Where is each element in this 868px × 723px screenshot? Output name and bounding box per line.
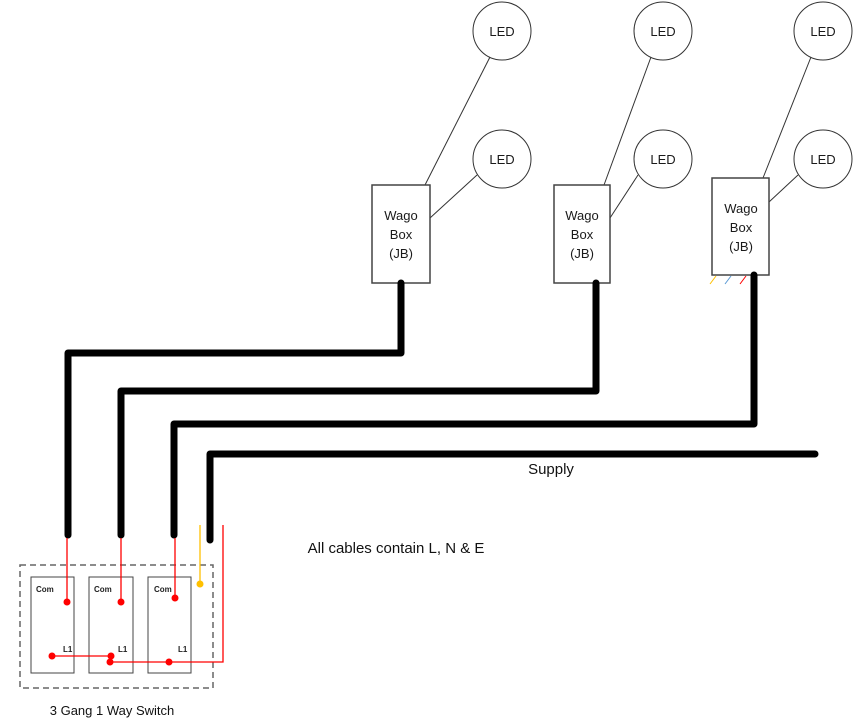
led-label: LED [650,152,675,167]
svg-text:Box: Box [390,227,413,242]
led-wires [424,56,812,219]
wago-box-1: Wago Box (JB) [371,184,431,284]
cable-2 [117,279,600,539]
cable-1 [64,279,405,539]
supply-cable [206,450,819,544]
terminal-dots [48,580,204,666]
svg-text:Com: Com [94,585,112,594]
switch-wiring [52,525,224,663]
svg-text:L1: L1 [118,645,128,654]
led-2: LED [472,129,532,189]
svg-text:Wago: Wago [384,208,417,223]
svg-text:(JB): (JB) [389,246,413,261]
gang-3 [147,576,192,674]
svg-text:Wago: Wago [724,201,757,216]
wago-box-2: Wago Box (JB) [553,184,611,284]
led-5: LED [793,1,853,61]
svg-text:(JB): (JB) [570,246,594,261]
svg-text:L1: L1 [63,645,73,654]
svg-text:L1: L1 [178,645,188,654]
svg-text:Box: Box [571,227,594,242]
led-label: LED [489,24,514,39]
cable-3 [170,271,758,539]
led-4: LED [633,129,693,189]
cables-note: All cables contain L, N & E [308,540,485,557]
led-3: LED [633,1,693,61]
wago-box-3: Wago Box (JB) [709,177,770,285]
svg-text:(JB): (JB) [729,239,753,254]
svg-text:Com: Com [154,585,172,594]
switch-title: 3 Gang 1 Way Switch [50,703,175,718]
svg-text:Wago: Wago [565,208,598,223]
led-label: LED [650,24,675,39]
led-1: LED [472,1,532,61]
switch-plate: Com Com Com L1 L1 L1 [19,564,214,689]
led-label: LED [810,152,835,167]
svg-text:Box: Box [730,220,753,235]
svg-text:Com: Com [36,585,54,594]
supply-label: Supply [528,461,574,478]
led-6: LED [793,129,853,189]
led-label: LED [810,24,835,39]
led-label: LED [489,152,514,167]
